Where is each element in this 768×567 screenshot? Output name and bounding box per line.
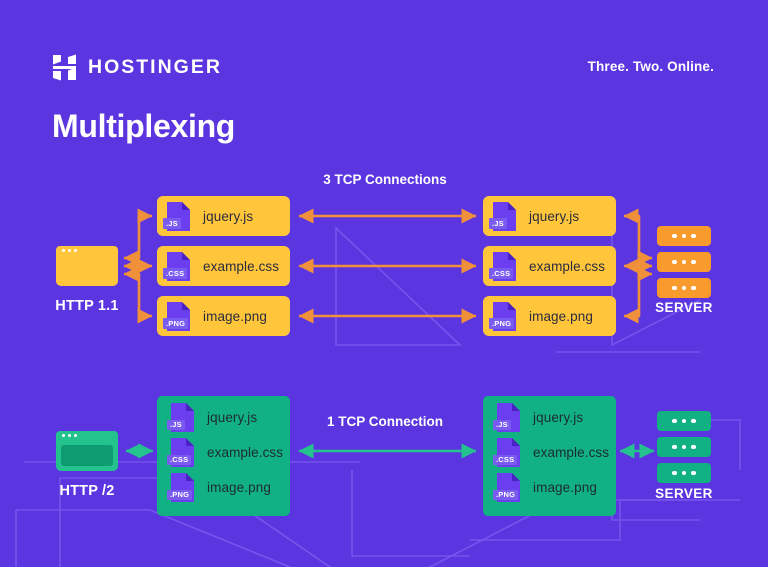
server-slab xyxy=(657,463,711,483)
file-ext-badge: .PNG xyxy=(489,318,515,329)
file-name: example.css xyxy=(529,258,606,274)
server-dot xyxy=(672,444,677,450)
file-row[interactable]: .PNG image.png xyxy=(493,472,597,503)
browser-titlebar xyxy=(56,431,118,440)
file-ext-badge: .PNG xyxy=(163,318,189,329)
file-ext-badge: .CSS xyxy=(163,268,188,279)
file-png-icon: .PNG xyxy=(489,301,518,332)
file-name: jquery.js xyxy=(529,208,580,224)
server-dot xyxy=(691,470,696,476)
file-card[interactable]: .CSS example.css xyxy=(483,246,616,286)
server-dot xyxy=(681,470,687,476)
browser-titlebar xyxy=(56,246,118,255)
file-name: jquery.js xyxy=(207,410,258,425)
browser-dot xyxy=(74,434,77,437)
file-row[interactable]: .PNG image.png xyxy=(167,472,271,503)
file-ext-badge: .JS xyxy=(493,419,511,430)
file-row[interactable]: .JS jquery.js xyxy=(167,402,258,433)
server-stack-icon-bottom[interactable] xyxy=(657,411,711,489)
top-connection-label: 3 TCP Connections xyxy=(323,172,447,187)
file-row[interactable]: .JS jquery.js xyxy=(493,402,584,433)
server-dot xyxy=(672,233,677,239)
server-label-bottom: SERVER xyxy=(655,486,713,501)
browser-dot xyxy=(74,249,77,252)
server-dot xyxy=(681,233,687,239)
protocol-label-http11: HTTP 1.1 xyxy=(55,298,119,314)
file-png-icon: .PNG xyxy=(167,472,196,503)
file-card[interactable]: .PNG image.png xyxy=(483,296,616,336)
file-ext-badge: .JS xyxy=(489,218,507,229)
server-dot xyxy=(681,259,687,265)
file-name: example.css xyxy=(203,258,280,274)
server-dot xyxy=(681,418,687,424)
file-name: image.png xyxy=(203,308,267,324)
file-ext-badge: .PNG xyxy=(493,489,519,500)
server-stack-icon-top[interactable] xyxy=(657,226,711,304)
file-js-icon: .JS xyxy=(493,402,522,433)
file-row[interactable]: .CSS example.css xyxy=(167,437,284,468)
server-slab xyxy=(657,226,711,246)
server-dot xyxy=(681,285,687,291)
multiplexed-group-server[interactable]: .JS jquery.js .CSS example.css .PNG xyxy=(483,396,616,516)
browser-dot xyxy=(62,249,65,252)
file-name: example.css xyxy=(533,445,610,460)
browser-dot xyxy=(62,434,65,437)
file-ext-badge: .JS xyxy=(167,419,185,430)
protocol-label-http2: HTTP /2 xyxy=(59,483,115,499)
file-ext-badge: .JS xyxy=(163,218,181,229)
file-ext-badge: .CSS xyxy=(493,454,518,465)
file-js-icon: .JS xyxy=(163,201,192,232)
file-row[interactable]: .CSS example.css xyxy=(493,437,610,468)
server-dot xyxy=(691,444,696,450)
server-dot xyxy=(691,233,696,239)
file-card[interactable]: .CSS example.css xyxy=(157,246,290,286)
file-css-icon: .CSS xyxy=(163,251,192,282)
browser-viewport xyxy=(61,445,113,466)
multiplexed-group-client[interactable]: .JS jquery.js .CSS example.css .PNG xyxy=(157,396,290,516)
file-card[interactable]: .PNG image.png xyxy=(157,296,290,336)
file-card[interactable]: .JS jquery.js xyxy=(483,196,616,236)
file-name: jquery.js xyxy=(533,410,584,425)
file-name: image.png xyxy=(529,308,593,324)
server-dot xyxy=(691,259,696,265)
server-dot xyxy=(691,285,696,291)
file-ext-badge: .CSS xyxy=(167,454,192,465)
hostinger-logo-icon xyxy=(53,54,76,81)
browser-viewport xyxy=(61,260,113,281)
file-card[interactable]: .JS jquery.js xyxy=(157,196,290,236)
server-dot xyxy=(691,418,696,424)
server-dot xyxy=(672,470,677,476)
browser-window-http11[interactable] xyxy=(56,246,118,286)
file-name: image.png xyxy=(533,480,597,495)
server-label-top: SERVER xyxy=(655,300,713,315)
page-title: Multiplexing xyxy=(52,108,236,144)
browser-dot xyxy=(68,434,71,437)
brand-logo: HOSTINGER xyxy=(52,54,222,81)
tagline: Three. Two. Online. xyxy=(587,59,714,74)
file-png-icon: .PNG xyxy=(493,472,522,503)
server-slab xyxy=(657,437,711,457)
brand-name: HOSTINGER xyxy=(88,55,222,78)
file-css-icon: .CSS xyxy=(489,251,518,282)
server-dot xyxy=(681,444,687,450)
server-dot xyxy=(672,285,677,291)
file-js-icon: .JS xyxy=(489,201,518,232)
file-name: image.png xyxy=(207,480,271,495)
file-ext-badge: .CSS xyxy=(489,268,514,279)
server-dot xyxy=(672,259,677,265)
file-ext-badge: .PNG xyxy=(167,489,193,500)
browser-dot xyxy=(68,249,71,252)
file-png-icon: .PNG xyxy=(163,301,192,332)
server-dot xyxy=(672,418,677,424)
server-slab xyxy=(657,252,711,272)
file-css-icon: .CSS xyxy=(167,437,196,468)
server-slab xyxy=(657,411,711,431)
file-name: jquery.js xyxy=(203,208,254,224)
bottom-connection-label: 1 TCP Connection xyxy=(326,414,443,429)
browser-window-http2[interactable] xyxy=(56,431,118,471)
file-js-icon: .JS xyxy=(167,402,196,433)
file-name: example.css xyxy=(207,445,284,460)
server-slab xyxy=(657,278,711,298)
file-css-icon: .CSS xyxy=(493,437,522,468)
